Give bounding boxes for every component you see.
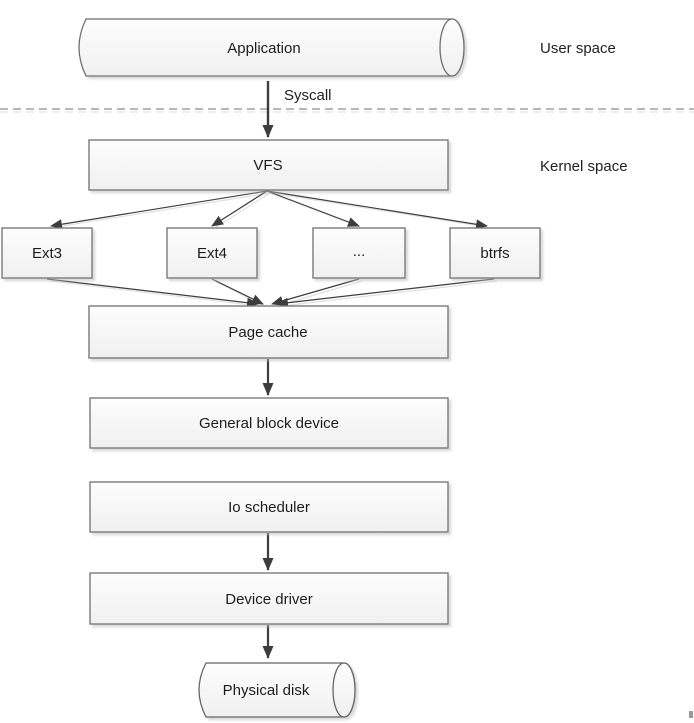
edge-vfs-ext3 — [50, 190, 268, 230]
edge-btrfs-pagecache — [276, 278, 495, 308]
user-kernel-divider — [0, 108, 694, 113]
node-general-block-device: General block device — [89, 397, 449, 449]
edge-ext3-pagecache — [46, 278, 259, 308]
btrfs-label: btrfs — [480, 245, 509, 262]
edge-vfs-btrfs — [266, 190, 488, 230]
edge-otherfs-pagecache — [271, 278, 360, 306]
edge-vfs-ext4 — [211, 190, 268, 227]
edge-ext4-pagecache — [211, 278, 264, 305]
ext3-label: Ext3 — [32, 245, 62, 262]
edges — [46, 81, 495, 659]
device-driver-label: Device driver — [225, 591, 313, 608]
application-label: Application — [227, 40, 300, 57]
node-page-cache: Page cache — [88, 305, 449, 359]
other-fs-label: ... — [353, 243, 366, 260]
io-scheduler-label: Io scheduler — [228, 499, 310, 516]
page-cache-label: Page cache — [228, 324, 307, 341]
general-block-device-label: General block device — [199, 415, 339, 432]
node-btrfs: btrfs — [449, 227, 541, 279]
node-ext4: Ext4 — [166, 227, 258, 279]
syscall-label: Syscall — [284, 87, 332, 104]
ext4-label: Ext4 — [197, 245, 227, 262]
node-ext3: Ext3 — [1, 227, 93, 279]
vfs-label: VFS — [253, 157, 282, 174]
node-other-fs: ... — [312, 227, 406, 279]
user-space-label: User space — [540, 40, 616, 57]
corner-artifact — [689, 711, 693, 718]
node-io-scheduler: Io scheduler — [89, 481, 449, 533]
node-device-driver: Device driver — [89, 572, 449, 625]
arrow-shadows — [49, 192, 498, 307]
edge-vfs-otherfs — [266, 190, 360, 227]
physical-disk-label: Physical disk — [223, 682, 310, 699]
kernel-space-label: Kernel space — [540, 158, 628, 175]
node-vfs: VFS — [88, 139, 449, 191]
node-physical-disk: Physical disk — [198, 662, 356, 718]
node-application: Application — [78, 18, 465, 77]
